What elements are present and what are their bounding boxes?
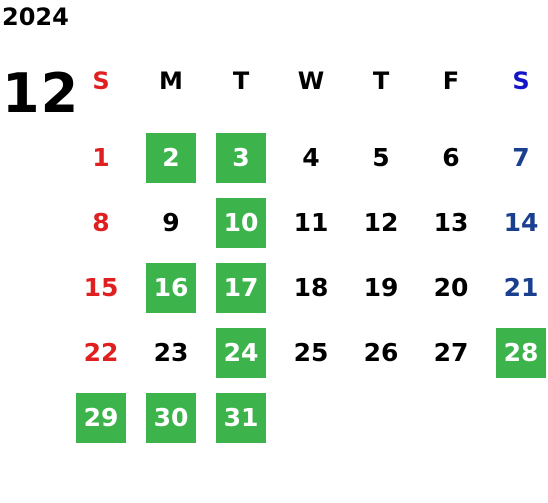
calendar-day-cell[interactable]: 30 — [136, 385, 206, 450]
calendar-day-cell[interactable]: 18 — [276, 255, 346, 320]
calendar-day-cell[interactable]: 28 — [486, 320, 548, 385]
calendar-day-number: 12 — [363, 208, 399, 237]
calendar-day-number: 23 — [153, 338, 189, 367]
calendar-day-cell[interactable]: 10 — [206, 190, 276, 255]
calendar-day-highlighted: 30 — [146, 392, 196, 443]
calendar-day-number: 18 — [293, 273, 329, 302]
weekday-header-mon: M — [159, 67, 183, 95]
calendar-day-cell[interactable]: 7 — [486, 125, 548, 190]
calendar-day-cell[interactable]: 19 — [346, 255, 416, 320]
weekday-header-tue: T — [232, 67, 250, 95]
calendar-day-number: 14 — [503, 208, 539, 237]
calendar-day-highlighted: 10 — [216, 197, 266, 248]
calendar-day-cell[interactable]: 2 — [136, 125, 206, 190]
year-label: 2024 — [2, 3, 69, 31]
calendar-day-cell[interactable]: 23 — [136, 320, 206, 385]
calendar-day-number: 11 — [293, 208, 329, 237]
month-label: 12 — [2, 62, 80, 125]
calendar-day-number: 20 — [433, 273, 469, 302]
calendar-day-number: 15 — [83, 273, 119, 302]
calendar-day-highlighted: 2 — [146, 132, 196, 183]
weekday-header-sat: S — [512, 67, 530, 95]
calendar-day-number: 13 — [433, 208, 469, 237]
calendar-day-number: 9 — [162, 208, 180, 237]
calendar-day-number: 1 — [92, 143, 110, 172]
calendar-day-cell[interactable]: 16 — [136, 255, 206, 320]
calendar-day-cell[interactable]: 24 — [206, 320, 276, 385]
calendar-day-highlighted: 3 — [216, 132, 266, 183]
calendar-day-highlighted: 28 — [496, 327, 546, 378]
calendar-day-cell[interactable]: 11 — [276, 190, 346, 255]
calendar-day-cell[interactable]: 31 — [206, 385, 276, 450]
calendar-day-cell[interactable]: 20 — [416, 255, 486, 320]
weekday-header-sun: S — [92, 67, 110, 95]
calendar-day-number: 7 — [512, 143, 530, 172]
calendar-day-cell[interactable]: 15 — [66, 255, 136, 320]
calendar-day-cell[interactable]: 4 — [276, 125, 346, 190]
calendar-day-number: 27 — [433, 338, 469, 367]
calendar-day-cell[interactable]: 21 — [486, 255, 548, 320]
calendar-day-highlighted: 29 — [76, 392, 126, 443]
calendar-day-cell[interactable]: 17 — [206, 255, 276, 320]
calendar-day-cell[interactable]: 25 — [276, 320, 346, 385]
calendar-day-number: 8 — [92, 208, 110, 237]
calendar-day-cell[interactable]: 14 — [486, 190, 548, 255]
calendar-day-cell[interactable]: 8 — [66, 190, 136, 255]
weekday-header-row: S M T W T F S — [66, 60, 548, 102]
calendar-day-highlighted: 17 — [216, 262, 266, 313]
calendar-day-cell[interactable]: 1 — [66, 125, 136, 190]
calendar-day-cell[interactable]: 6 — [416, 125, 486, 190]
calendar-day-number: 4 — [302, 143, 320, 172]
calendar-day-cell[interactable]: 22 — [66, 320, 136, 385]
calendar-day-highlighted: 16 — [146, 262, 196, 313]
calendar-day-number: 5 — [372, 143, 390, 172]
calendar-day-cell[interactable]: 9 — [136, 190, 206, 255]
calendar-day-cell[interactable]: 27 — [416, 320, 486, 385]
calendar-day-number: 22 — [83, 338, 119, 367]
calendar-day-cell[interactable]: 26 — [346, 320, 416, 385]
calendar-day-number: 25 — [293, 338, 329, 367]
weekday-header-wed: W — [297, 67, 325, 95]
weekday-header-fri: F — [442, 67, 460, 95]
calendar-day-highlighted: 31 — [216, 392, 266, 443]
weekday-header-thu: T — [372, 67, 390, 95]
calendar-day-number: 21 — [503, 273, 539, 302]
calendar-day-cell[interactable]: 3 — [206, 125, 276, 190]
calendar-day-number: 19 — [363, 273, 399, 302]
calendar-day-cell[interactable]: 12 — [346, 190, 416, 255]
calendar-day-number: 26 — [363, 338, 399, 367]
calendar-day-cell[interactable]: 13 — [416, 190, 486, 255]
calendar-day-number: 6 — [442, 143, 460, 172]
calendar-day-cell[interactable]: 5 — [346, 125, 416, 190]
calendar-day-cell[interactable]: 29 — [66, 385, 136, 450]
calendar-day-highlighted: 24 — [216, 327, 266, 378]
